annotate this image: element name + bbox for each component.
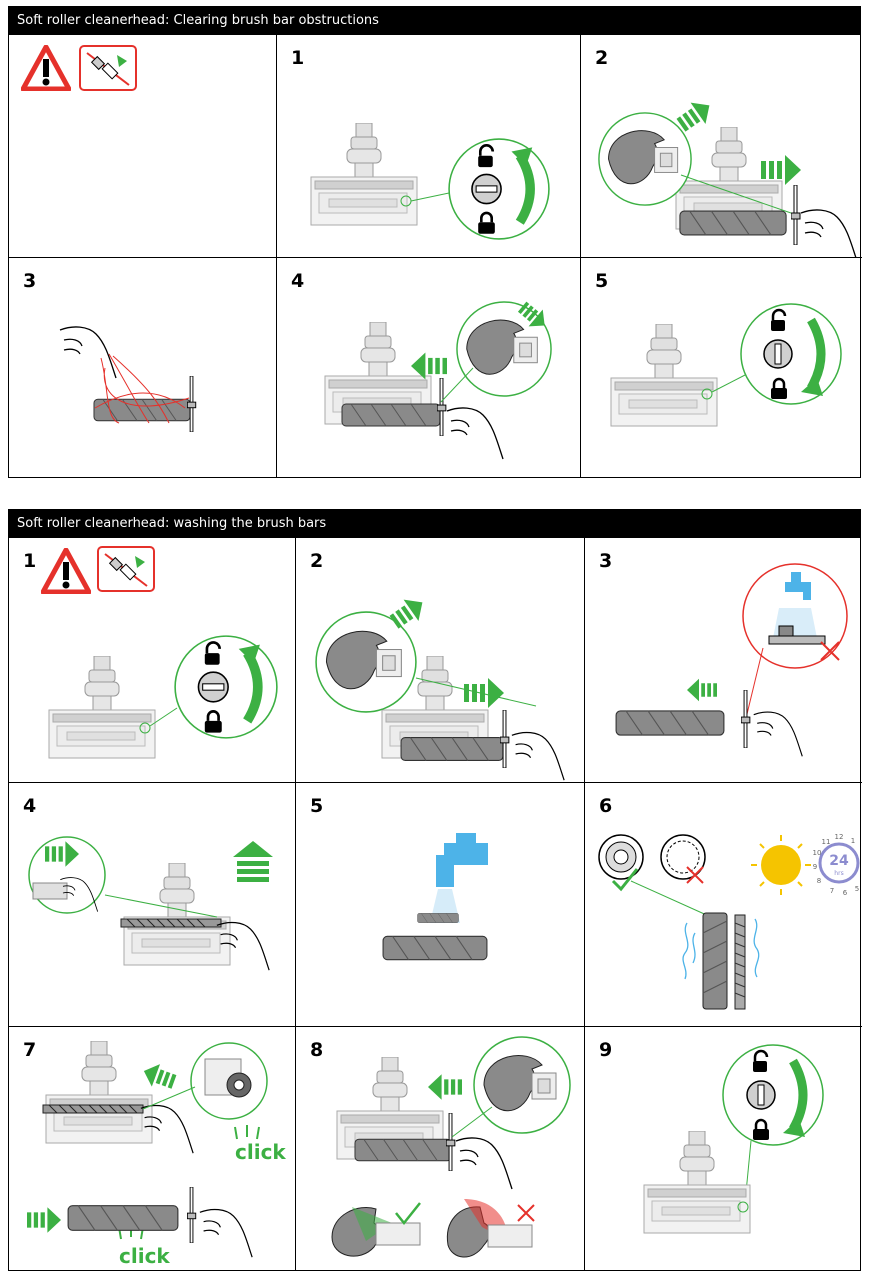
end-cap-closeup (315, 611, 417, 713)
step-number: 8 (310, 1039, 324, 1061)
slide-arrow-icon (464, 678, 504, 708)
step-2-cell: 2 (581, 35, 862, 257)
svg-text:6: 6 (843, 889, 848, 897)
unplug-icon (97, 546, 155, 592)
step-3-cell: 3 (585, 538, 862, 782)
hand-icon (59, 326, 117, 379)
brush-bar (400, 737, 504, 761)
warning-icon (43, 550, 89, 592)
section-washing-brush-bars: Soft roller cleanerhead: washing the bru… (8, 509, 862, 1271)
svg-text:7: 7 (830, 887, 834, 895)
lift-arrow-icon (233, 841, 273, 882)
brush-bar (354, 1138, 452, 1162)
svg-text:1: 1 (851, 837, 855, 845)
end-cap-closeup (473, 1036, 571, 1134)
warning-icon (23, 47, 69, 89)
step-number: 2 (595, 47, 609, 69)
brush-bar (382, 935, 488, 961)
step-2-cell: 2 (296, 538, 584, 782)
timer-unit: hrs (834, 870, 843, 877)
step-number: 4 (23, 795, 37, 817)
end-cap-closeup (456, 301, 552, 397)
svg-text:8: 8 (817, 877, 821, 885)
step-6-cell: 6 (585, 783, 862, 1026)
hand-icon (199, 1208, 253, 1258)
cleaner-head-illustration (643, 1131, 751, 1234)
svg-text:10: 10 (813, 849, 822, 857)
svg-text:5: 5 (855, 885, 859, 893)
unlock-dial-icon (449, 139, 549, 239)
step-number: 2 (310, 550, 324, 572)
timer-24hrs-icon: 24 hrs 12 1 5 6 7 8 9 10 11 (813, 833, 860, 897)
step-number: 1 (291, 47, 305, 69)
hand-icon (455, 1137, 513, 1190)
water-tap-icon (430, 833, 488, 923)
section-title: Soft roller cleanerhead: washing the bru… (9, 510, 860, 538)
cleaner-head-illustration (310, 123, 418, 226)
lock-dial-icon (722, 1044, 824, 1146)
click-label: click (235, 1140, 286, 1164)
thin-brush-bar (417, 913, 459, 923)
insert-arrow-icon (428, 1074, 462, 1100)
wrong-cap-position-icon (446, 1199, 535, 1258)
cleaner-head-illustration (610, 324, 718, 427)
step-5-cell: 5 (296, 783, 584, 1026)
end-cap-closeup (598, 112, 692, 206)
cleaner-head-illustration (45, 1041, 153, 1144)
step-8-cell: 8 (296, 1027, 584, 1271)
unlock-dial-icon (175, 636, 277, 738)
brush-bar (679, 210, 787, 236)
insert-arrow-icon (139, 1059, 179, 1094)
section-clearing-obstructions: Soft roller cleanerhead: Clearing brush … (8, 6, 862, 478)
warning-cell (9, 35, 276, 257)
step-number: 5 (595, 270, 609, 292)
section-title: Soft roller cleanerhead: Clearing brush … (9, 7, 860, 35)
hand-icon (511, 731, 565, 781)
step-4-cell: 4 (277, 258, 580, 478)
step-number: 1 (23, 550, 37, 572)
cleaner-head-illustration (123, 863, 231, 966)
step-number: 3 (23, 270, 37, 292)
end-cap-closeup (190, 1042, 268, 1120)
hand-icon (446, 407, 504, 460)
brush-bar (67, 1204, 179, 1232)
click-label: click (119, 1244, 170, 1268)
step-1-cell: 1 (277, 35, 580, 257)
step-number: 5 (310, 795, 324, 817)
svg-text:11: 11 (822, 838, 831, 846)
wrong-orientation-icon (660, 834, 706, 884)
insert-arrow-icon (27, 1207, 61, 1233)
unplug-icon (79, 45, 137, 91)
step-number: 9 (599, 1039, 613, 1061)
step-1-cell: 1 (9, 538, 295, 782)
cleaner-head-illustration (48, 656, 156, 759)
timer-hours: 24 (829, 853, 849, 869)
step-number: 6 (599, 795, 613, 817)
drying-brush-bars (682, 912, 760, 1010)
correct-cap-position-icon (331, 1202, 421, 1257)
step-5-cell: 5 (581, 258, 862, 478)
end-cap-removal-closeup (28, 836, 106, 914)
step-3-cell: 3 (9, 258, 276, 478)
no-water-on-cap-icon (742, 563, 848, 669)
insert-arrow-icon (411, 352, 447, 380)
correct-orientation-icon (598, 834, 644, 892)
step-number: 3 (599, 550, 613, 572)
svg-text:12: 12 (835, 833, 844, 841)
svg-text:9: 9 (813, 863, 817, 871)
brush-bar (341, 403, 441, 427)
lock-dial-icon (740, 303, 842, 405)
hand-icon (800, 209, 858, 257)
hand-icon (753, 711, 803, 757)
step-7-cell: 7 click (9, 1027, 295, 1271)
step-number: 4 (291, 270, 305, 292)
sun-icon (751, 835, 811, 895)
remove-arrow-icon (687, 678, 717, 702)
step-number: 7 (23, 1039, 37, 1061)
step-9-cell: 9 (585, 1027, 862, 1271)
step-4-cell: 4 (9, 783, 295, 1026)
brush-bar (615, 710, 725, 736)
